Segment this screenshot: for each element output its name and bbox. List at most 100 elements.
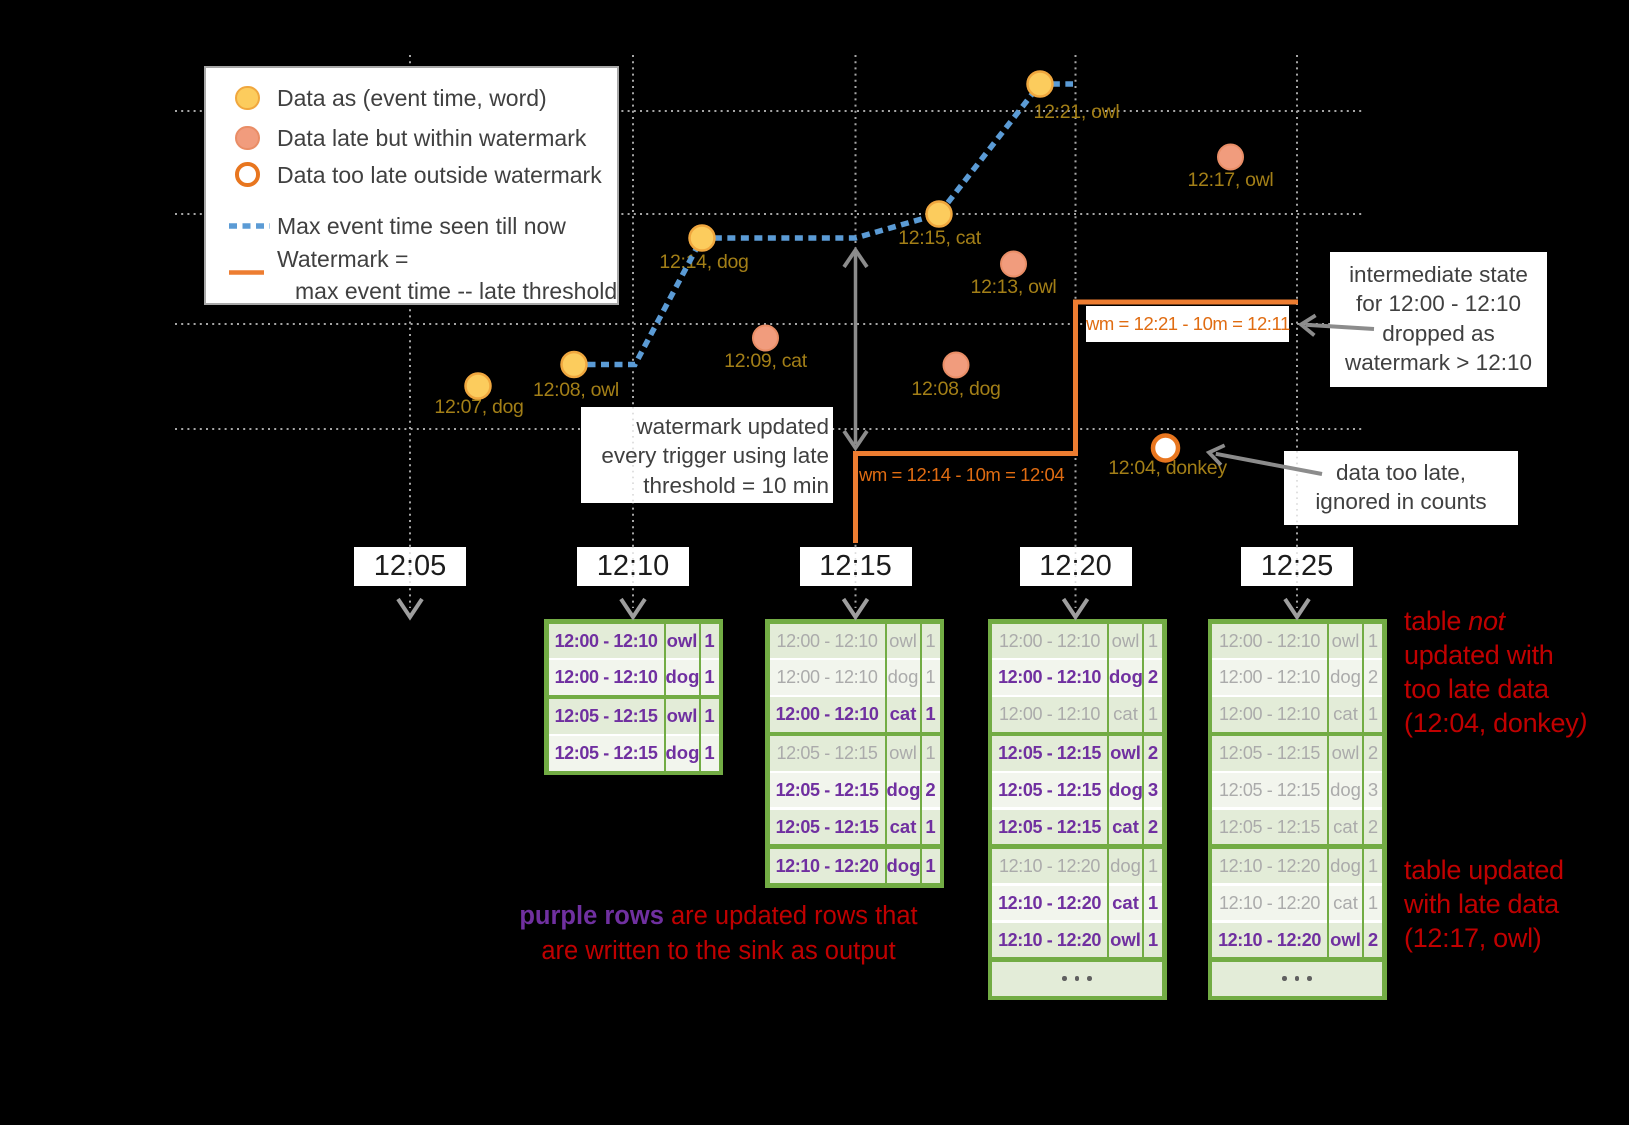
cell-word: dog <box>1109 848 1142 884</box>
data-too-late-line-0: data too late, <box>1335 460 1467 485</box>
row-separator <box>992 807 1162 810</box>
cell-win: 12:00 - 12:10 <box>1212 697 1327 732</box>
row-separator <box>769 657 940 661</box>
legend-item-label-3: Max event time seen till now <box>277 213 566 239</box>
cell-cnt: 1 <box>1364 697 1382 732</box>
row-separator <box>992 883 1162 886</box>
point-label-1208-owl: 12:08, owl <box>533 379 619 401</box>
cell-word: owl <box>1109 922 1142 958</box>
cell-cnt: 1 <box>1144 623 1162 658</box>
late-dot-icon <box>235 125 260 151</box>
late-threshold-arrowhead-bottom <box>842 429 869 452</box>
purple-rows-line1: are updated rows that <box>663 902 918 930</box>
cell-word: dog <box>1109 773 1143 808</box>
cell-win: 12:00 - 12:10 <box>769 660 885 695</box>
cell-word: dog <box>886 660 920 695</box>
trigger-time-label-12:10: 12:10 <box>577 546 689 586</box>
legend-item-label-4: Watermark = <box>277 245 409 272</box>
cell-word: cat <box>1329 885 1362 921</box>
note-updated-line-1: with late data <box>1404 889 1559 919</box>
row-separator <box>992 694 1162 698</box>
cell-cnt: 1 <box>700 699 719 734</box>
more-rows-ellipsis <box>992 961 1162 996</box>
cell-win: 12:05 - 12:15 <box>548 736 664 771</box>
cell-win: 12:00 - 12:10 <box>992 623 1107 658</box>
max-event-time-line <box>574 81 1073 368</box>
cell-word: dog <box>665 736 699 771</box>
data-too-late-line-1: ignored in counts <box>1315 489 1487 515</box>
row-separator <box>769 694 940 698</box>
legend-swatch-layer <box>229 223 270 275</box>
cell-word: owl <box>1329 623 1362 658</box>
cell-win: 12:00 - 12:10 <box>1212 623 1327 658</box>
row-separator <box>1212 657 1382 661</box>
cell-word: cat <box>886 697 920 732</box>
note-purple-rows: purple rows are updated rows that are wr… <box>519 899 917 969</box>
trigger-time-label-12:20: 12:20 <box>1019 546 1132 586</box>
cell-cnt: 1 <box>1144 697 1162 732</box>
on-time-dot-icon <box>235 85 260 111</box>
note-updated-line-0: table updated <box>1404 855 1564 885</box>
point-label-1221-owl: 12:21, owl <box>1033 101 1120 123</box>
cell-cnt: 1 <box>1144 922 1162 958</box>
cell-cnt: 1 <box>700 660 719 695</box>
cell-cnt: 1 <box>700 623 719 658</box>
cell-win: 12:05 - 12:15 <box>769 736 885 771</box>
cell-win: 12:05 - 12:15 <box>1212 809 1327 845</box>
cell-win: 12:05 - 12:15 <box>992 736 1107 771</box>
watermark-value-label-1: wm = 12:14 - 10m = 12:04 <box>859 464 1065 485</box>
cell-cnt: 1 <box>1364 885 1382 921</box>
row-separator <box>1212 807 1382 810</box>
legend: Data as (event time, word)Data late but … <box>204 66 619 305</box>
trigger-time-label-12:05: 12:05 <box>354 546 466 586</box>
note-not-updated-line-3: (12:04, donkey) <box>1404 708 1588 738</box>
cell-word: owl <box>665 699 699 734</box>
cell-win: 12:00 - 12:10 <box>769 697 885 732</box>
note-not-updated-line-1: updated with <box>1404 640 1554 670</box>
row-separator <box>1212 920 1382 923</box>
cell-win: 12:05 - 12:15 <box>992 809 1107 845</box>
cell-word: owl <box>1329 736 1362 771</box>
cell-word: owl <box>886 736 920 771</box>
late-threshold-arrowhead-top <box>842 246 869 269</box>
cell-win: 12:00 - 12:10 <box>548 623 664 658</box>
more-rows-ellipsis <box>1212 961 1382 996</box>
point-label-1209-cat: 12:09, cat <box>724 350 807 372</box>
trigger-arrowhead-12:15 <box>841 597 870 621</box>
legend-item-label-4-line2: max event time -- late threshold <box>295 277 618 304</box>
callout-data-too-late: data too late, ignored in counts <box>1284 451 1518 525</box>
cell-win: 12:10 - 12:20 <box>1212 885 1327 921</box>
cell-word: cat <box>1329 697 1362 732</box>
cell-cnt: 1 <box>921 660 940 695</box>
row-separator <box>992 920 1162 923</box>
cell-cnt: 1 <box>921 697 940 732</box>
cell-cnt: 1 <box>1364 848 1382 884</box>
cell-win: 12:00 - 12:10 <box>992 660 1107 695</box>
cell-cnt: 1 <box>1144 848 1162 884</box>
trigger-time-label-12:15: 12:15 <box>799 546 912 586</box>
cell-word: dog <box>1329 660 1362 695</box>
trigger-arrowhead-12:10 <box>619 597 647 621</box>
cell-win: 12:05 - 12:15 <box>992 773 1107 808</box>
purple-rows-line2: are written to the sink as output <box>541 937 896 965</box>
